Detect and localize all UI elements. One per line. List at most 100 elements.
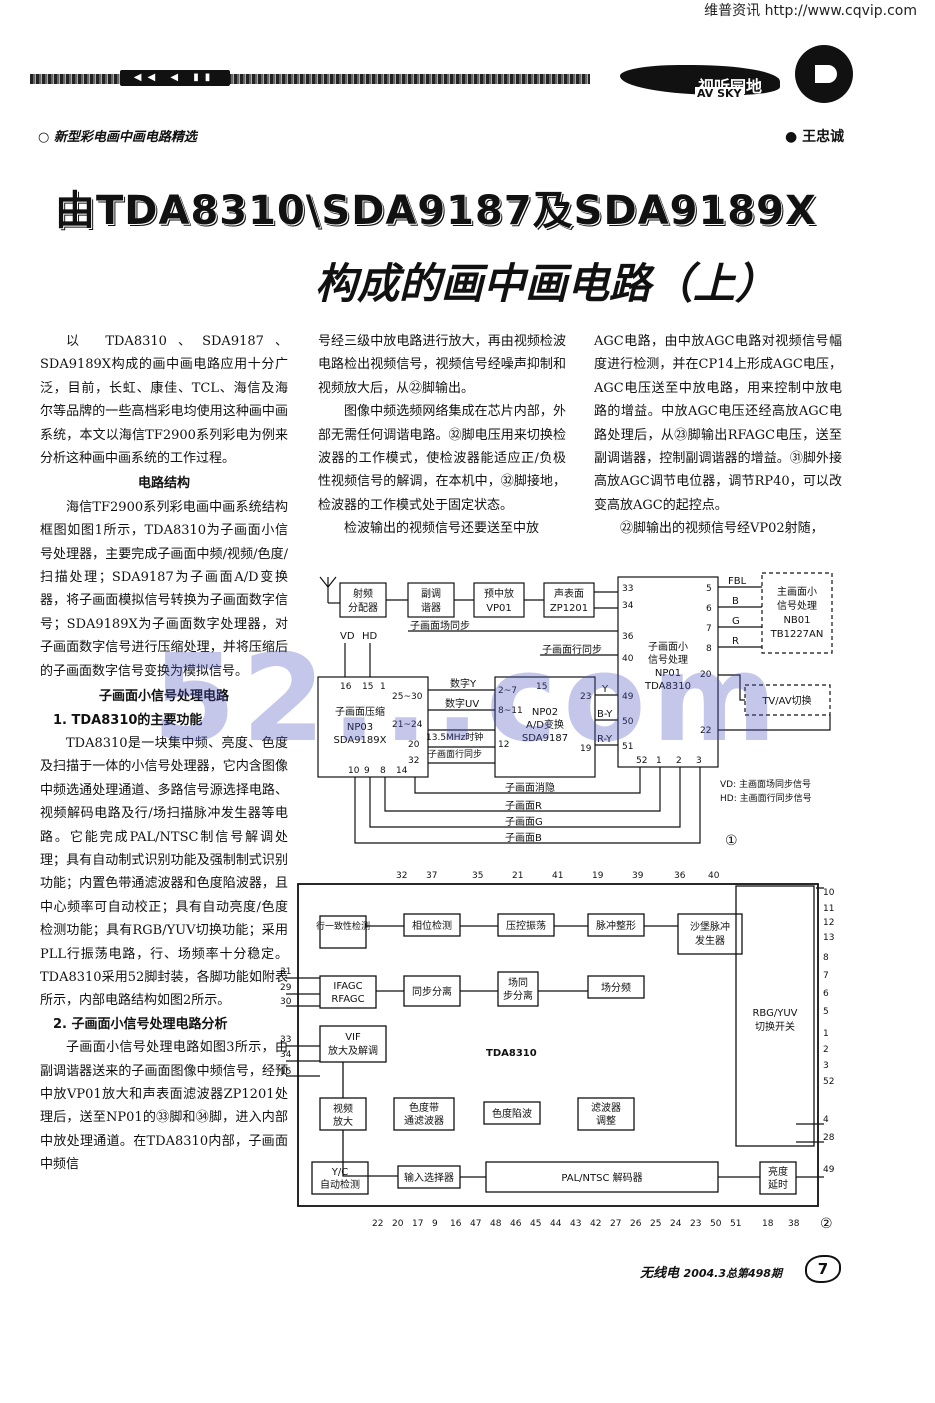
column-name: 新型彩电画中画电路精选 bbox=[53, 130, 197, 145]
block-label: 切换开关 bbox=[755, 1020, 795, 1033]
pin-number: 15 bbox=[280, 1067, 291, 1077]
article-col-3: AGC电路，由中放AGC电路对视频信号幅度进行检测，并在CP14上形成AGC电压… bbox=[594, 330, 842, 541]
pin-number: 20 bbox=[408, 740, 420, 750]
figure-number: ② bbox=[820, 1216, 833, 1232]
block-label: 主画面小 bbox=[777, 586, 817, 598]
signal-label: 子画面场同步 bbox=[410, 619, 470, 632]
signal-label: 13.5MHz时钟 bbox=[426, 731, 483, 743]
pin-number: 26 bbox=[630, 1219, 642, 1229]
heading-structure: 电路结构 bbox=[137, 476, 190, 492]
pin-number: 20 bbox=[392, 1219, 404, 1229]
block-label: NP02 bbox=[532, 707, 558, 718]
site-watermark: 维普资讯 http://www.cqvip.com bbox=[704, 3, 917, 19]
pin-number: 17 bbox=[412, 1219, 423, 1229]
pin-number: 18 bbox=[762, 1219, 774, 1229]
pin-number: 3 bbox=[696, 756, 702, 766]
pin-number: 36 bbox=[622, 632, 634, 642]
pin-number: 36 bbox=[674, 871, 686, 881]
signal-label: 子画面R bbox=[505, 800, 542, 812]
pin-number: 1 bbox=[656, 756, 662, 766]
paragraph: 图像中频选频网络集成在芯片内部，外部无需任何调谐电路。㉜脚电压用来切换检波器的工… bbox=[318, 404, 566, 513]
block-label: Y/C bbox=[331, 1167, 348, 1178]
pin-number: 8~11 bbox=[498, 706, 523, 716]
signal-label: R-Y bbox=[597, 734, 613, 745]
pin-number: 3 bbox=[823, 1061, 829, 1071]
pin-number: 34 bbox=[280, 1050, 292, 1060]
note: HD: 主画面行同步信号 bbox=[720, 792, 812, 804]
pin-number: 27 bbox=[610, 1219, 621, 1229]
block-label: 信号处理 bbox=[777, 600, 817, 612]
pin-number: 49 bbox=[823, 1165, 835, 1175]
paragraph: TDA8310是一块集中频、亮度、色度及扫描于一体的小信号处理器，它内含图像中频… bbox=[40, 735, 288, 1009]
signal-label: 子画面消隐 bbox=[505, 781, 555, 794]
pin-number: 8 bbox=[380, 766, 386, 776]
pin-number: 5 bbox=[706, 584, 712, 594]
subheading-1: 1. TDA8310的主要功能 bbox=[53, 712, 203, 728]
pin-number: 16 bbox=[340, 682, 352, 692]
block-label: NP03 bbox=[347, 722, 373, 733]
signal-label: R bbox=[732, 636, 739, 647]
signal-label: B bbox=[732, 596, 739, 607]
block-label: 调整 bbox=[596, 1114, 616, 1127]
block-label: 信号处理 bbox=[648, 654, 688, 666]
pin-number: 12 bbox=[823, 918, 834, 928]
title-line-2: 构成的画中画电路（上） bbox=[315, 259, 778, 308]
block-label: 声表面 bbox=[554, 587, 584, 600]
block-label: NP01 bbox=[655, 668, 681, 679]
block-label: 输入选择器 bbox=[404, 1171, 454, 1184]
pin-number: 48 bbox=[490, 1219, 502, 1229]
author-name: 王忠诚 bbox=[802, 129, 845, 145]
paragraph: 检波输出的视频信号还要送至中放 bbox=[344, 521, 540, 537]
pin-number: 51 bbox=[730, 1219, 741, 1229]
signal-label: 子画面B bbox=[505, 832, 542, 844]
block-label: 同步分离 bbox=[412, 985, 452, 998]
pin-number: 5 bbox=[823, 1007, 829, 1017]
figure-number: ① bbox=[725, 833, 738, 849]
chip-label: TDA8310 bbox=[486, 1048, 537, 1059]
pin-number: 51 bbox=[622, 742, 633, 752]
block-label: RBG/YUV bbox=[752, 1008, 797, 1019]
block-label: 谐器 bbox=[421, 602, 441, 614]
footer: 无线电 2004.3总第498期 bbox=[640, 1262, 782, 1281]
pin-number: 11 bbox=[823, 904, 834, 914]
block-label: 行一致性检测 bbox=[316, 920, 370, 932]
figure-1-block-diagram: 射频 分配器 副调 谐器 预中放 VP01 声表面 ZP1201 子画面小 信号… bbox=[317, 572, 833, 849]
block-label: 放大及解调 bbox=[328, 1044, 378, 1057]
pin-number: 19 bbox=[592, 871, 604, 881]
header-bar: ◀◀ ◀ ▮▮ ▶▶ bbox=[30, 60, 590, 99]
paragraph: 子画面小信号处理电路如图3所示，由副调谐器送来的子画面图像中频信号，经预中放VP… bbox=[40, 1040, 288, 1173]
pin-number: 9 bbox=[364, 766, 370, 776]
pin-number: 6 bbox=[823, 989, 829, 999]
block-label: 延时 bbox=[768, 1179, 788, 1191]
pin-number: 1 bbox=[380, 682, 386, 692]
pin-number: 22 bbox=[372, 1219, 383, 1229]
pin-number: 20 bbox=[700, 670, 712, 680]
brand-circle-icon bbox=[795, 45, 853, 103]
pin-number: 32 bbox=[408, 756, 419, 766]
pin-number: 38 bbox=[788, 1219, 800, 1229]
block-label: 色度带 bbox=[409, 1101, 439, 1114]
paragraph: 以 TDA8310、SDA9187、SDA9189X构成的画中画电路应用十分广泛… bbox=[40, 334, 288, 467]
pin-number: 35 bbox=[472, 871, 483, 881]
block-label: 放大 bbox=[333, 1115, 353, 1128]
block-label: 自动检测 bbox=[320, 1178, 360, 1191]
block-label: 子画面小 bbox=[648, 641, 688, 653]
pin-number: 10 bbox=[348, 766, 360, 776]
block-label: 副调 bbox=[421, 588, 441, 600]
pin-number: 25 bbox=[650, 1219, 661, 1229]
pin-number: 30 bbox=[280, 997, 292, 1007]
pin-number: 45 bbox=[530, 1219, 541, 1229]
block-label: A/D变换 bbox=[526, 718, 564, 731]
pin-number: 32 bbox=[396, 871, 407, 881]
magazine-name: 无线电 bbox=[640, 1266, 680, 1281]
paragraph: AGC电路，由中放AGC电路对视频信号幅度进行检测，并在CP14上形成AGC电压… bbox=[594, 334, 842, 513]
heading-small-signal: 子画面小信号处理电路 bbox=[98, 689, 229, 705]
nav-arrows: ◀◀ ◀ ▮▮ ▶▶ bbox=[120, 70, 230, 99]
pin-number: 33 bbox=[280, 1035, 291, 1045]
paragraph: 海信TF2900系列彩电画中画系统结构框图如图1所示，TDA8310为子画面小信… bbox=[40, 499, 288, 679]
pin-number: 46 bbox=[510, 1219, 522, 1229]
block-label: 亮度 bbox=[768, 1165, 788, 1178]
subheading-2: 2. 子画面小信号处理电路分析 bbox=[53, 1016, 228, 1032]
pin-number: 52 bbox=[823, 1077, 834, 1087]
pin-number: 2 bbox=[823, 1045, 829, 1055]
